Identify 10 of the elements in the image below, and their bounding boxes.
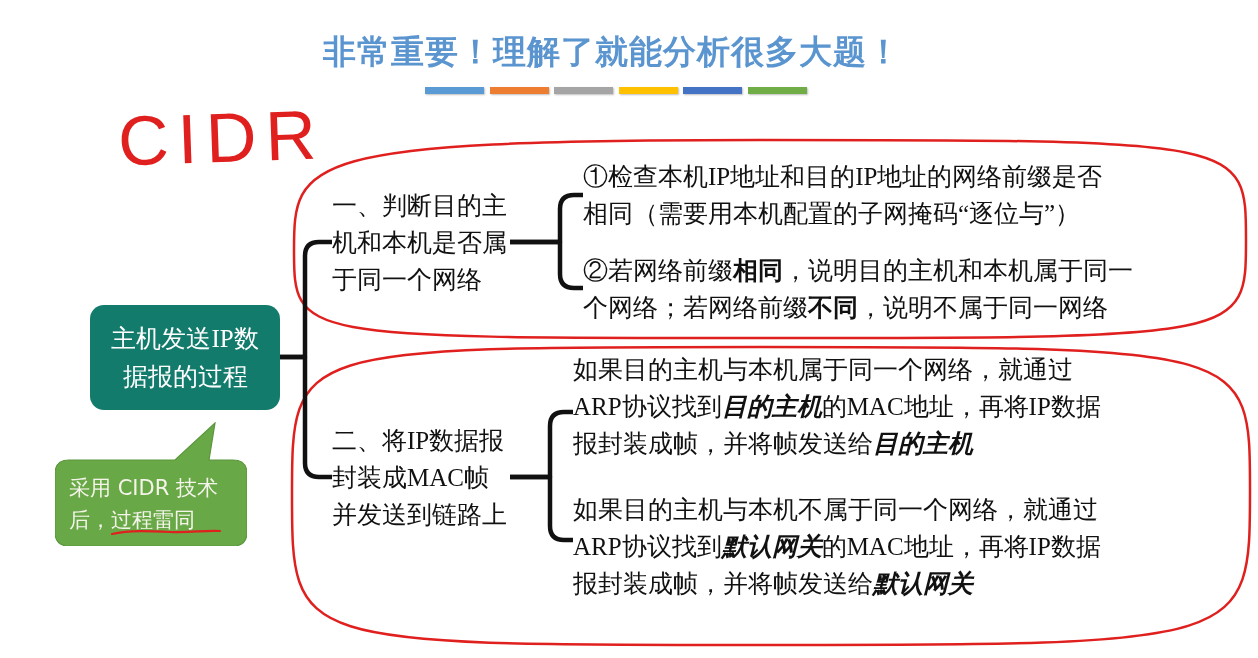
topic-box: 主机发送IP数据报的过程 (90, 305, 280, 410)
detail-text: 如果目的主机与本机属于同一个网络，就通过ARP协议找到目的主机的MAC地址，再将IP数据报封装成帧，并将帧发送给目的主机 (573, 351, 1111, 462)
title: 非常重要！理解了就能分析很多大题！ (322, 31, 902, 73)
detail-text: 如果目的主机与本机不属于同一个网络，就通过ARP协议找到默认网关的MAC地址，再将IP数据报封装成帧，并将帧发送给默认网关 (573, 491, 1111, 602)
detail-text: ①检查本机IP地址和目的IP地址的网络前缀是否相同（需要用本机配置的子网掩码“逐位与”） (583, 158, 1113, 232)
detail-text: ②若网络前缀相同，说明目的主机和本机属于同一个网络；若网络前缀不同，说明不属于同一网络 (583, 252, 1141, 326)
branch-text: 一、判断目的主机和本机是否属于同一个网络 (332, 187, 510, 298)
callout-bubble: 采用 CIDR 技术后，过程雷同 (55, 422, 247, 546)
handwritten-note: CIDR (116, 94, 327, 182)
branch-text: 二、将IP数据报封装成MAC帧并发送到链路上 (332, 422, 510, 533)
